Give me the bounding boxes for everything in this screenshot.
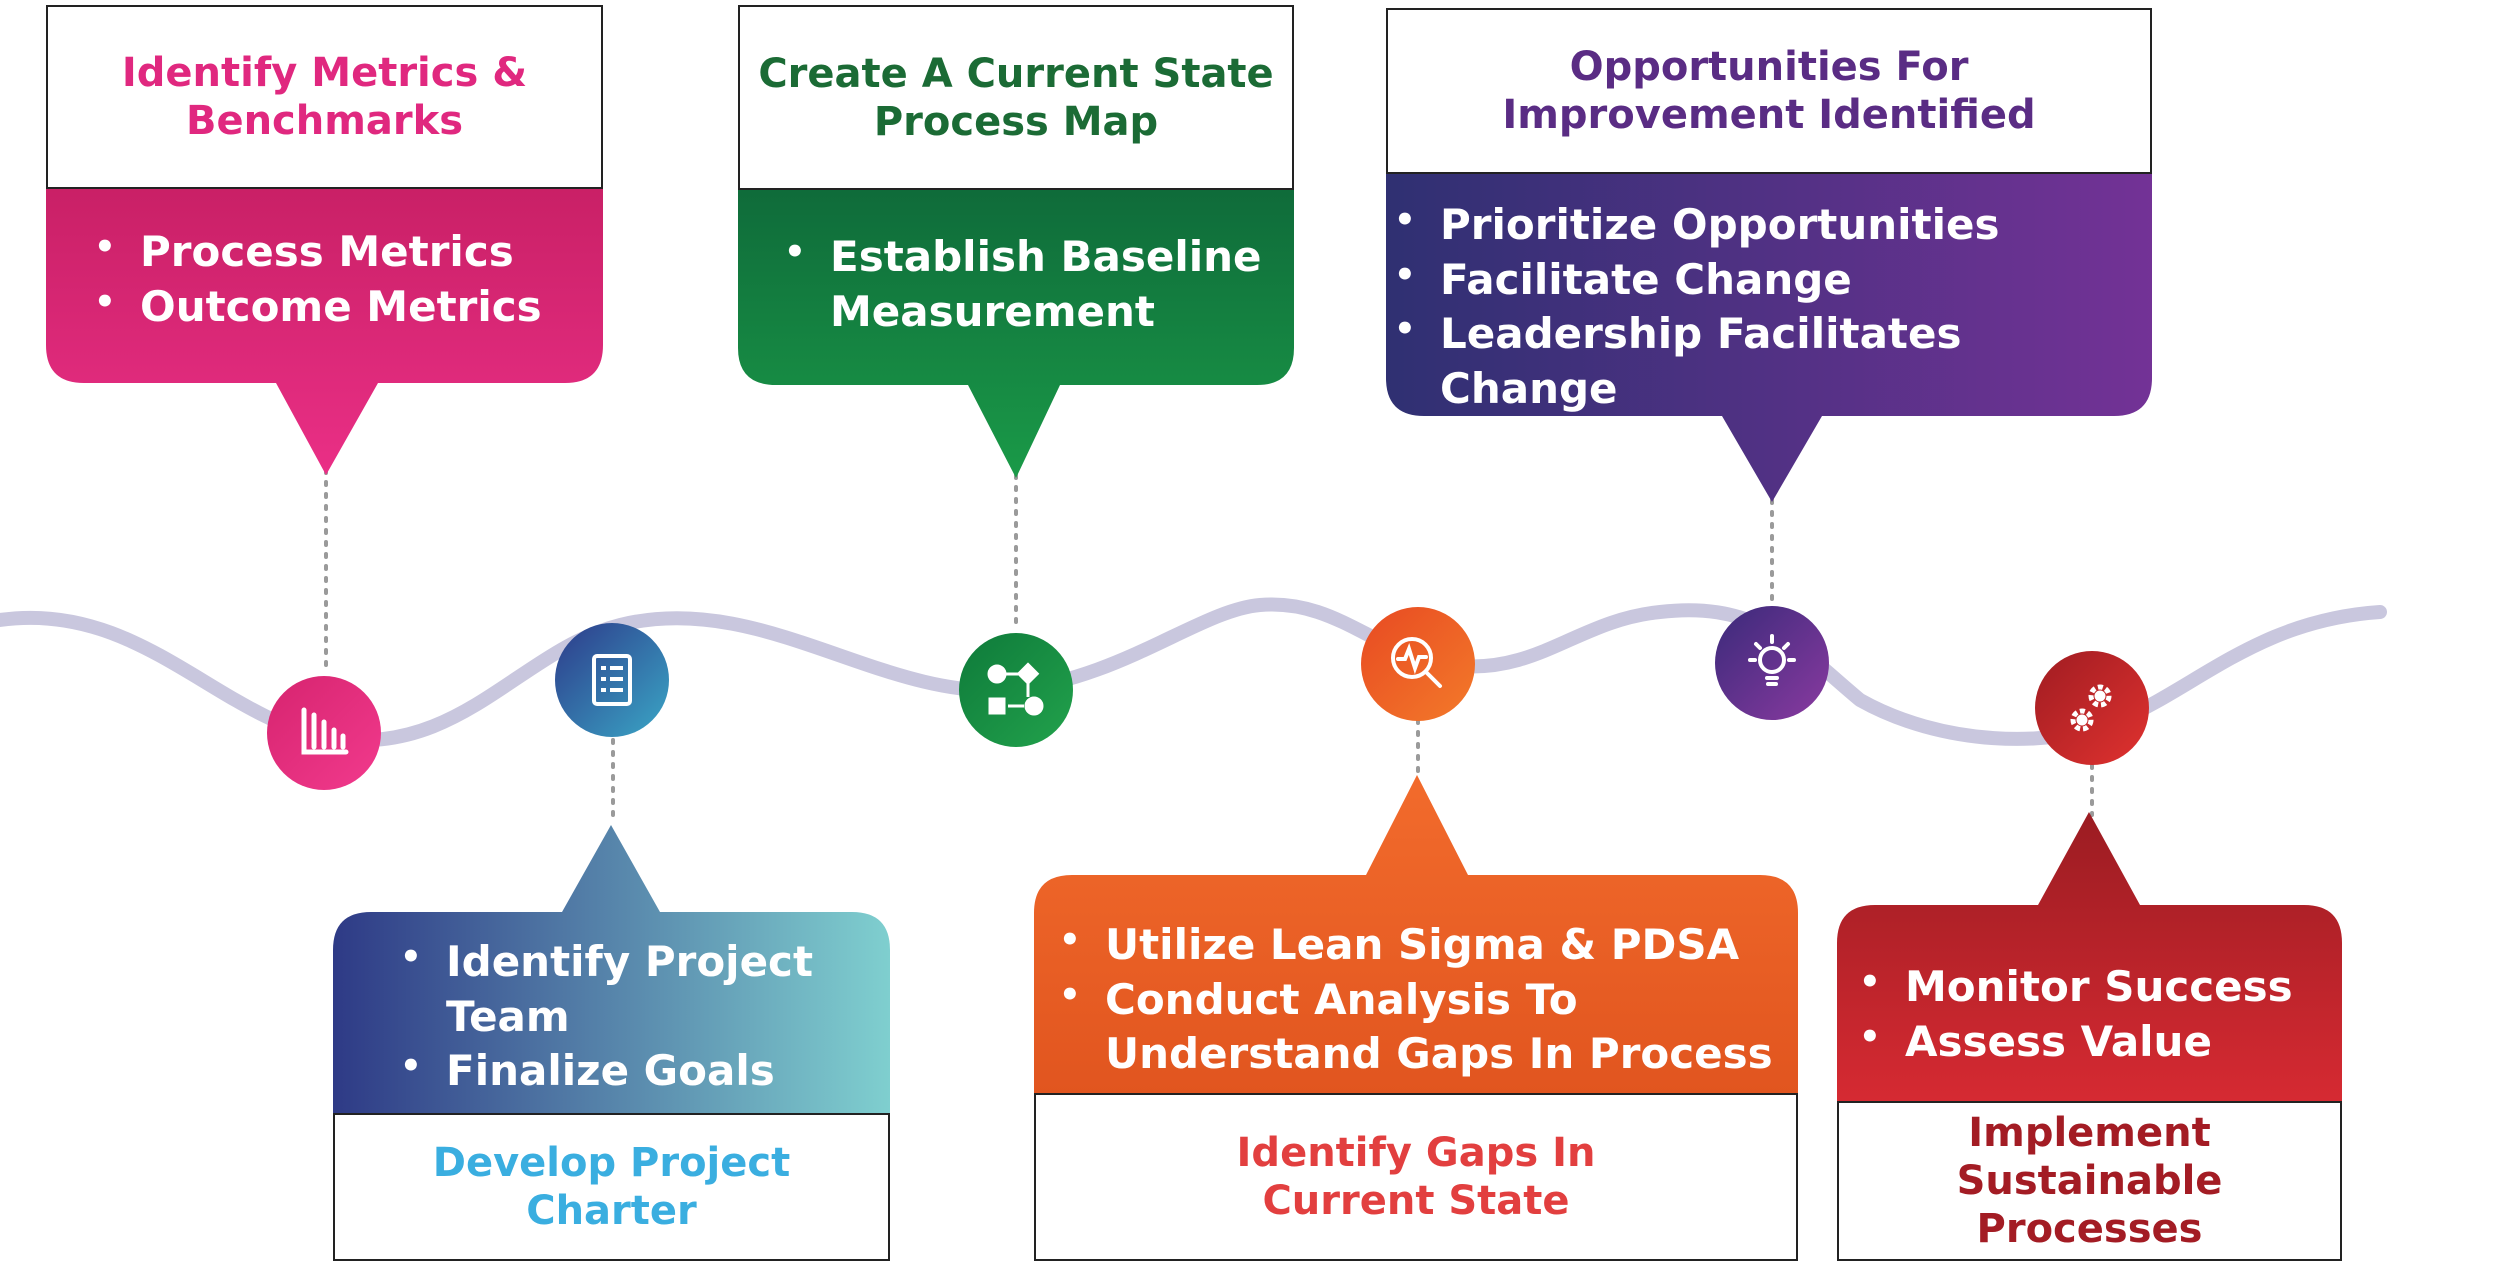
step-4-item-2: Conduct Analysis To Understand Gaps In P…: [1055, 973, 1795, 1082]
step-3-items: Establish Baseline Measurement: [780, 230, 1290, 339]
step-2-item-1: Identify Project Team: [396, 935, 886, 1044]
step-icon-6: [2035, 651, 2149, 765]
timeline-wave: [0, 597, 2387, 748]
step-1-item-2: Outcome Metrics: [90, 280, 600, 335]
step-3-title: Create A Current State Process Map: [738, 5, 1294, 190]
bar-chart-icon: [301, 707, 349, 755]
step-6-item-1: Monitor Success: [1855, 960, 2340, 1015]
step-1-items: Process Metrics Outcome Metrics: [90, 225, 600, 334]
step-2-title: Develop Project Charter: [333, 1113, 890, 1261]
step-6-items: Monitor Success Assess Value: [1855, 960, 2340, 1069]
step-5-items: Prioritize Opportunities Facilitate Chan…: [1390, 198, 2150, 416]
step-2-items: Identify Project Team Finalize Goals: [396, 935, 886, 1099]
magnifier-pulse-icon: [1391, 637, 1442, 688]
step-1-title: Identify Metrics & Benchmarks: [46, 5, 603, 189]
step-6-title: Implement Sustainable Processes: [1837, 1101, 2342, 1261]
step-1-item-1: Process Metrics: [90, 225, 600, 280]
step-icon-4: [1361, 607, 1475, 721]
gears-icon: [2070, 684, 2112, 732]
step-5-title: Opportunities For Improvement Identified: [1386, 8, 2152, 174]
step-5-item-3: Leadership Facilitates Change: [1390, 307, 2150, 416]
step-5-item-2: Facilitate Change: [1390, 253, 2150, 308]
step-icon-1: [267, 676, 381, 790]
step-icon-5: [1715, 606, 1829, 720]
step-3-item-1: Establish Baseline Measurement: [780, 230, 1290, 339]
step-4-title: Identify Gaps In Current State: [1034, 1093, 1798, 1261]
step-5-item-1: Prioritize Opportunities: [1390, 198, 2150, 253]
step-4-items: Utilize Lean Sigma & PDSA Conduct Analys…: [1055, 918, 1795, 1082]
process-map-icon: [987, 662, 1044, 716]
step-6-item-2: Assess Value: [1855, 1015, 2340, 1070]
step-icon-3: [959, 633, 1073, 747]
step-icon-2: [555, 623, 669, 737]
lightbulb-icon: [1748, 634, 1796, 686]
step-4-item-1: Utilize Lean Sigma & PDSA: [1055, 918, 1795, 973]
checklist-icon: [592, 654, 632, 706]
step-2-item-2: Finalize Goals: [396, 1044, 886, 1099]
